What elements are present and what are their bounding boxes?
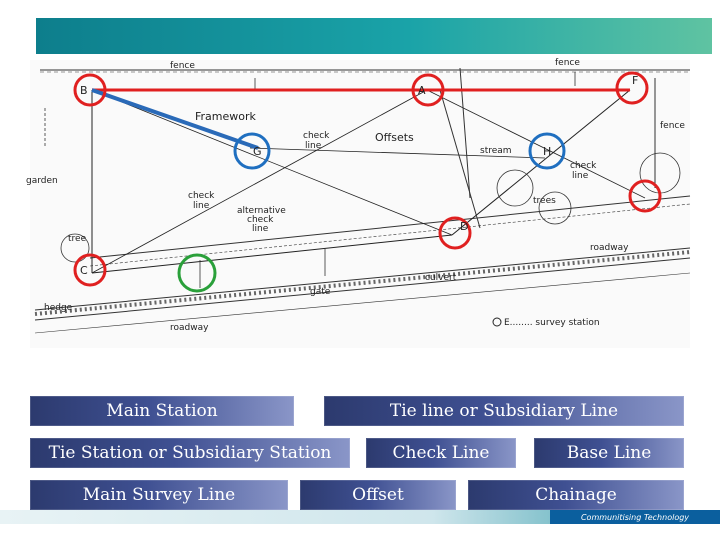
station-label-H: H (543, 145, 551, 158)
legend-tie-station: Tie Station or Subsidiary Station (30, 438, 350, 468)
tree-clump-3 (538, 191, 572, 225)
station-circle-D (438, 216, 472, 250)
legend-chainage: Chainage (468, 480, 684, 510)
roadway-line-1 (34, 247, 691, 311)
tie-station-circle-G (233, 132, 271, 170)
legend-offset: Offset (300, 480, 456, 510)
legend-tie-line: Tie line or Subsidiary Line (324, 396, 684, 426)
check-line-CA (91, 89, 428, 274)
label-station-legend: E........ survey station (504, 318, 600, 328)
label-check-3b: line (572, 171, 589, 181)
label-garden: garden (26, 176, 58, 186)
check-line-BD (91, 89, 453, 236)
station-label-B: B (80, 84, 88, 97)
legend-base-line: Base Line (534, 438, 684, 468)
station-circle-B (73, 73, 107, 107)
tree-clump-1 (60, 233, 90, 263)
label-culvert: culvert (425, 273, 457, 283)
station-circle-E (628, 179, 662, 213)
station-label-F: F (632, 74, 638, 87)
label-fence-right: fence (555, 58, 580, 68)
roadway-edge (34, 272, 691, 334)
label-fence-side: fence (660, 121, 685, 131)
label-hedge: hedge (44, 303, 73, 313)
tie-station-circle-H (528, 132, 566, 170)
legend-main-station: Main Station (30, 396, 294, 426)
station-label-C: C (80, 264, 88, 277)
station-circle-A (411, 73, 445, 107)
survey-station-symbol (492, 317, 502, 327)
station-label-D: D (460, 220, 468, 233)
offset-circle (177, 253, 217, 293)
roadway-line-2 (34, 257, 691, 321)
footer-stripe (0, 510, 720, 524)
label-check-3: check (570, 161, 597, 171)
label-fence-left: fence (170, 61, 195, 71)
station-circle-C (73, 253, 107, 287)
footer-brand: Communitising Technology (550, 510, 720, 524)
label-alt-check-3: line (252, 224, 269, 234)
label-roadway-right: roadway (590, 243, 629, 253)
station-label-A: A (418, 84, 426, 97)
tree-clump-2 (496, 169, 534, 207)
label-gate: gate (310, 287, 331, 297)
label-alt-check-2: check (247, 215, 274, 225)
label-check-2b: line (193, 201, 210, 211)
title-bar (36, 18, 712, 54)
legend-check-line: Check Line (366, 438, 516, 468)
stream-1 (439, 89, 481, 229)
label-check-1b: line (305, 141, 322, 151)
legend-main-survey-line: Main Survey Line (30, 480, 288, 510)
road-upper (89, 195, 691, 259)
label-trees: trees (533, 196, 556, 206)
label-tree: tree (68, 234, 87, 244)
label-offsets: Offsets (375, 131, 414, 144)
main-survey-line-blue (91, 88, 259, 150)
survey-diagram: B A F C D G H fence fence fence Framewor… (26, 58, 691, 348)
label-framework: Framework (195, 110, 257, 123)
station-circle-F (615, 71, 649, 105)
survey-line-DF (451, 89, 631, 236)
label-alt-check-1: alternative (237, 206, 286, 216)
label-check-1: check (303, 131, 330, 141)
label-roadway-bottom: roadway (170, 323, 209, 333)
survey-line-CD (91, 234, 453, 274)
label-check-2: check (188, 191, 215, 201)
label-stream: stream (480, 146, 512, 156)
station-label-G: G (253, 145, 262, 158)
check-line-GH (249, 147, 546, 159)
